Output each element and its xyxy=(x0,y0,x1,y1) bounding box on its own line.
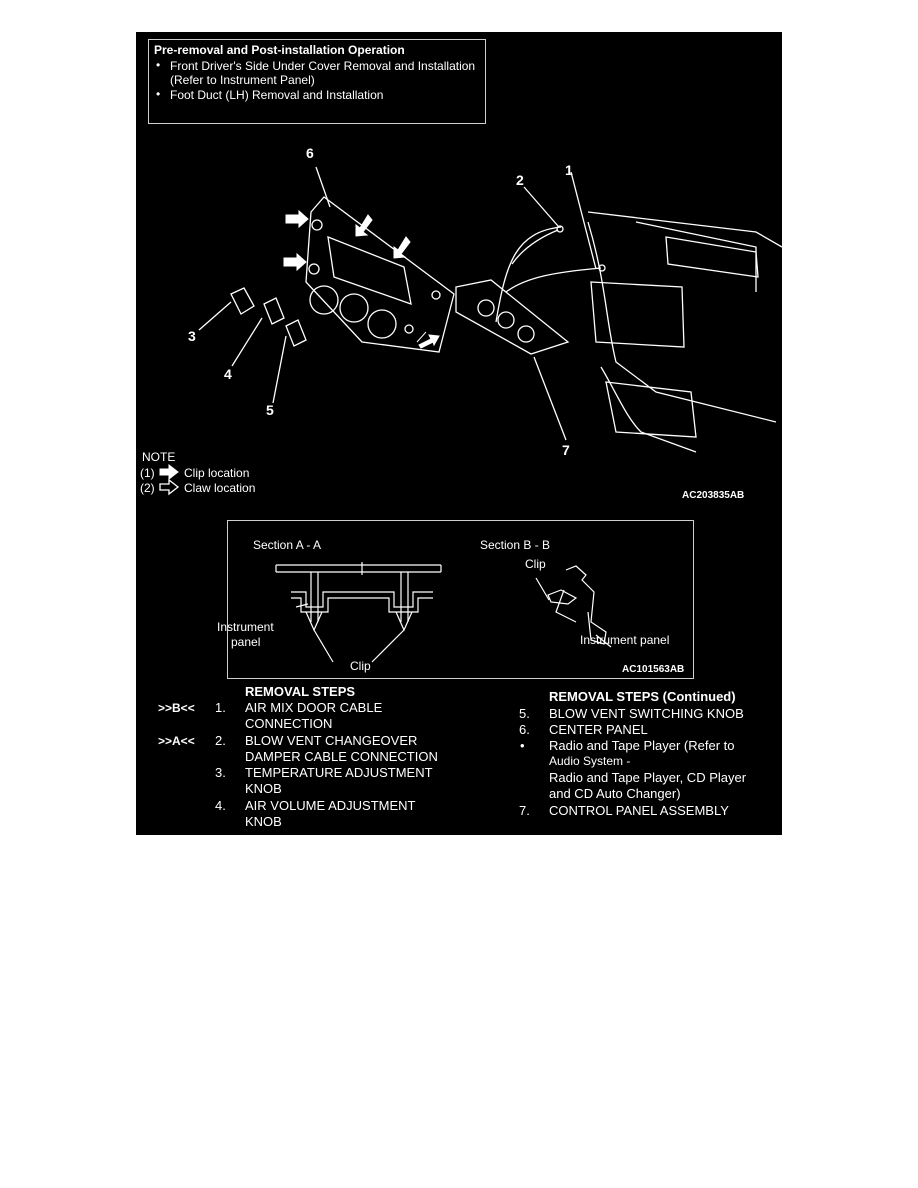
knob-blow-vent xyxy=(285,319,307,347)
preop-title: Pre-removal and Post-installation Operat… xyxy=(154,43,405,57)
section-b-clip-label: Clip xyxy=(525,557,546,571)
step-1-text-2: CONNECTION xyxy=(245,716,333,731)
note-clip-num: (1) xyxy=(140,466,155,480)
radio-text-1: Radio and Tape Player (Refer to xyxy=(549,738,735,753)
callout-4: 4 xyxy=(224,366,232,382)
legend-clip-arrow xyxy=(159,463,179,481)
leader-7 xyxy=(533,356,567,441)
step-1-num: 1. xyxy=(215,700,226,715)
callout-2: 2 xyxy=(516,172,524,188)
diagram-panel: Pre-removal and Post-installation Operat… xyxy=(136,32,782,835)
note-claw-num: (2) xyxy=(140,481,155,495)
step-2-text: BLOW VENT CHANGEOVER xyxy=(245,733,418,748)
panel-dial-mid xyxy=(339,293,369,323)
section-box xyxy=(227,520,694,679)
leader-4 xyxy=(231,317,263,367)
leader-1 xyxy=(570,171,597,270)
callout-5: 5 xyxy=(266,402,274,418)
step-6-num: 6. xyxy=(519,722,530,737)
leader-3 xyxy=(198,301,232,331)
step-6-text: CENTER PANEL xyxy=(549,722,648,737)
step-2-num: 2. xyxy=(215,733,226,748)
cable-air-mix xyxy=(495,226,562,323)
preop-item-1-ref: (Refer to Instrument Panel) xyxy=(170,73,315,87)
step-5-num: 5. xyxy=(519,706,530,721)
radio-opening xyxy=(590,281,685,348)
preop-bullet-1: • xyxy=(156,58,161,72)
step-4-text: AIR VOLUME ADJUSTMENT xyxy=(245,798,416,813)
step-5-text: BLOW VENT SWITCHING KNOB xyxy=(549,706,744,721)
step-3-text-2: KNOB xyxy=(245,781,282,796)
step-7-num: 7. xyxy=(519,803,530,818)
lower-vent xyxy=(605,381,697,438)
step-2-lead: >>A<< xyxy=(158,734,195,748)
panel-hole xyxy=(311,219,323,231)
section-b-instrument-label: Instrument panel xyxy=(580,633,670,647)
step-3-text: TEMPERATURE ADJUSTMENT xyxy=(245,765,433,780)
clip-arrow xyxy=(393,236,411,259)
callout-7: 7 xyxy=(562,442,570,458)
radio-text-2: Audio System - xyxy=(549,754,631,768)
figure-code-main: AC203835AB xyxy=(682,490,745,501)
center-panel-outline xyxy=(305,196,455,353)
removal-steps-heading: REMOVAL STEPS xyxy=(245,684,356,699)
clip-arrow xyxy=(355,214,373,237)
section-a-instrument-label-1: Instrument xyxy=(217,620,274,634)
step-3-num: 3. xyxy=(215,765,226,780)
preop-item-1: Front Driver's Side Under Cover Removal … xyxy=(170,59,476,73)
step-4-text-2: KNOB xyxy=(245,814,282,829)
control-panel-assembly-outline xyxy=(455,279,570,355)
clip-arrow xyxy=(418,334,440,349)
leader-2 xyxy=(523,186,559,227)
note-clip-text: Clip location xyxy=(184,466,250,480)
removal-steps-continued-heading: REMOVAL STEPS (Continued) xyxy=(549,689,736,704)
figure-code-section: AC101563AB xyxy=(622,664,685,675)
section-a-clip-label: Clip xyxy=(350,659,371,673)
preop-box xyxy=(148,39,486,124)
callout-6: 6 xyxy=(306,145,314,161)
step-4-num: 4. xyxy=(215,798,226,813)
radio-text-3: Radio and Tape Player, CD Player xyxy=(549,770,747,785)
step-1-lead: >>B<< xyxy=(158,701,195,715)
preop-item-2: Foot Duct (LH) Removal and Installation xyxy=(170,88,384,102)
clip-arrow xyxy=(285,209,309,229)
note-title: NOTE xyxy=(142,450,176,464)
section-a-instrument-label-2: panel xyxy=(231,635,261,649)
radio-bullet: • xyxy=(520,738,525,753)
clip-arrow xyxy=(283,252,307,272)
cable-blow-vent xyxy=(505,267,602,293)
step-2-text-2: DAMPER CABLE CONNECTION xyxy=(245,749,438,764)
preop-bullet-2: • xyxy=(156,87,161,101)
center-panel-display xyxy=(327,235,412,305)
legend-claw-arrow xyxy=(159,478,180,496)
section-a-title: Section A - A xyxy=(253,538,322,552)
leader-5 xyxy=(272,335,287,404)
step-1-text: AIR MIX DOOR CABLE xyxy=(245,700,383,715)
section-b-title: Section B - B xyxy=(480,538,551,552)
knob-air-volume xyxy=(263,297,285,325)
note-claw-text: Claw location xyxy=(184,481,256,495)
callout-1: 1 xyxy=(565,162,573,178)
panel-dial-right xyxy=(367,309,397,339)
panel-dial-left xyxy=(309,285,339,315)
step-7-text: CONTROL PANEL ASSEMBLY xyxy=(549,803,729,818)
knob-temperature xyxy=(230,287,255,315)
callout-3: 3 xyxy=(188,328,196,344)
radio-text-4: and CD Auto Changer) xyxy=(549,786,681,801)
exploded-view-drawing xyxy=(159,166,782,496)
dashboard-top xyxy=(587,211,782,248)
leader-6 xyxy=(315,166,331,208)
